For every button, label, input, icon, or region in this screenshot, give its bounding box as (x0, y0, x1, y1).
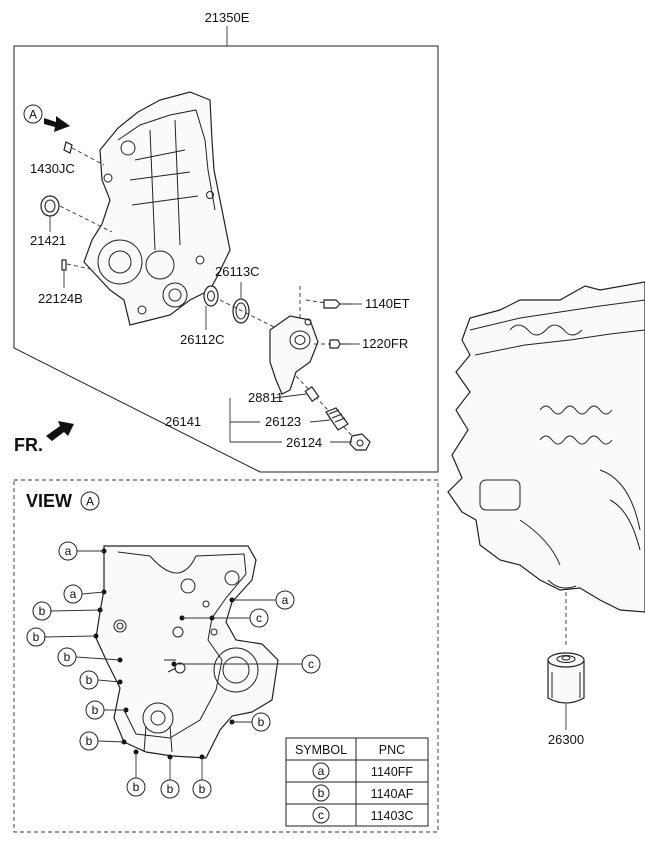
view-a-leaders (43, 548, 302, 780)
symbol-b: b (133, 780, 140, 794)
plug-1430jc: 1430JC (30, 141, 105, 176)
rings-26112c-26113c: 26113C 26112C (180, 264, 281, 347)
table-row-pnc: 11403C (371, 809, 414, 823)
front-indicator: FR. (14, 421, 74, 455)
oil-filter (547, 592, 585, 730)
header-part-number: 21350E (205, 10, 250, 25)
symbol-b: b (258, 715, 265, 729)
table-row-pnc: 1140AF (371, 787, 414, 801)
label-26113c: 26113C (215, 264, 260, 279)
seal-21421: 21421 (30, 195, 113, 248)
label-22124b: 22124B (38, 291, 83, 306)
view-a-frame (13, 479, 439, 833)
symbol-c: c (308, 657, 314, 671)
label-21421: 21421 (30, 233, 66, 248)
label-1430jc: 1430JC (30, 161, 75, 176)
symbol-table: SYMBOL PNC a 1140FF b 1140AF c 11403C (285, 737, 429, 827)
view-title: VIEW (26, 491, 72, 511)
view-a-marker: A (29, 108, 37, 122)
timing-cover (83, 91, 231, 326)
relief-valve-group: 28811 26141 26123 26124 (165, 375, 371, 451)
table-row-symbol: b (318, 786, 325, 800)
table-row-symbol: a (318, 764, 325, 778)
engine-block (447, 281, 645, 613)
front-arrow-icon (46, 421, 74, 441)
exploded-view-frame (13, 26, 439, 473)
symbol-a: a (282, 593, 289, 607)
symbol-b: b (86, 734, 93, 748)
front-label: FR. (14, 435, 43, 455)
symbol-a: a (65, 544, 72, 558)
symbol-b: b (92, 703, 99, 717)
table-header-symbol: SYMBOL (295, 743, 347, 757)
view-a-cover (95, 545, 279, 759)
label-28811: 28811 (248, 390, 283, 405)
oil-filter-housing (269, 315, 319, 395)
bolts-1140et-1220fr: 1140ET 1220FR (299, 286, 410, 351)
symbol-b: b (167, 782, 174, 796)
symbol-b: b (199, 782, 206, 796)
label-26123: 26123 (265, 414, 301, 429)
label-26300: 26300 (548, 732, 584, 747)
table-row-pnc: 1140FF (371, 765, 414, 779)
view-a-symbols: a a b b b b b b b b b a c c b (26, 541, 321, 799)
symbol-b: b (64, 650, 71, 664)
label-26112c: 26112C (180, 332, 225, 347)
label-1140et: 1140ET (365, 296, 410, 311)
table-header-pnc: PNC (379, 743, 405, 757)
table-row-symbol: c (318, 808, 324, 822)
label-1220fr: 1220FR (362, 336, 408, 351)
symbol-b: b (33, 630, 40, 644)
symbol-c: c (256, 611, 262, 625)
view-a-arrow: A (23, 104, 70, 132)
symbol-b: b (39, 604, 46, 618)
symbol-a: a (70, 587, 77, 601)
dowel-22124b: 22124B (38, 259, 96, 306)
view-marker-circle (80, 491, 100, 511)
label-26124: 26124 (286, 435, 322, 450)
symbol-b: b (86, 673, 93, 687)
view-marker: A (86, 495, 94, 509)
label-26141: 26141 (165, 414, 201, 429)
